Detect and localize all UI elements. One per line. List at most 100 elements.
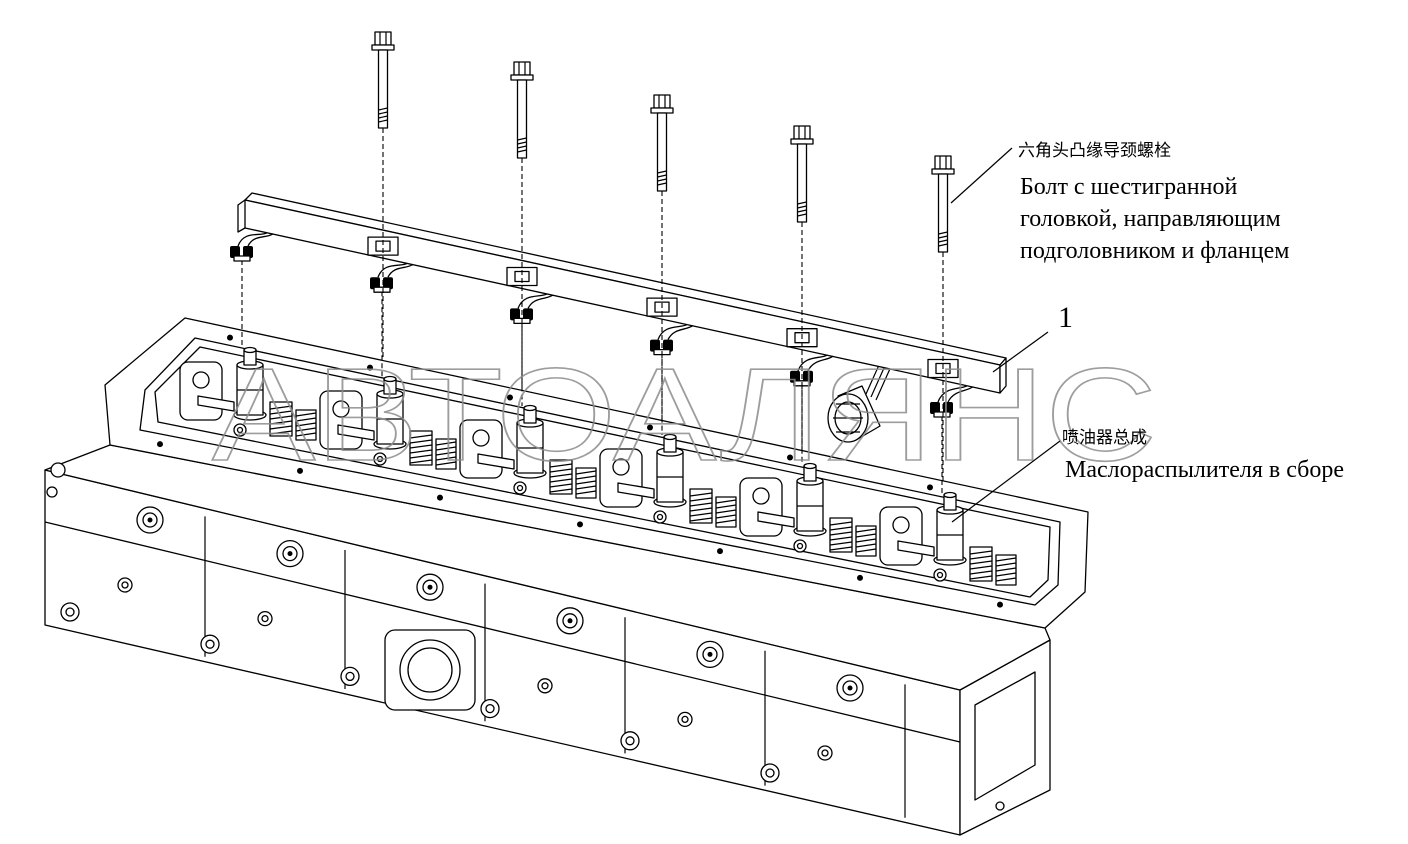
cylinder-head (44, 444, 1051, 836)
connector-plug (243, 246, 253, 258)
connector-wire (237, 232, 268, 247)
valve-spring-coil (295, 422, 317, 427)
hold-down-bolt-center (656, 513, 664, 521)
callout-number: 1 (1058, 301, 1073, 334)
valve-spring-coil (969, 560, 993, 565)
valve-spring-coil (575, 475, 597, 480)
front-bolt-boss (556, 607, 584, 635)
bolt-label-ru-line-2: головкой, направляющим (1020, 206, 1281, 232)
valve-spring-coil (549, 463, 573, 468)
bolt-thread (517, 141, 527, 145)
valve-spring-coil (575, 490, 597, 495)
connector-wire (527, 294, 554, 309)
valve-spring-coil (715, 514, 737, 519)
valve-spring-coil (969, 570, 993, 575)
flange-bolt-hole (647, 424, 653, 431)
injector-harness-connector (230, 232, 274, 262)
flange-bolt-hole (717, 548, 723, 555)
valve-spring-coil (435, 446, 457, 451)
rocker-arm (897, 540, 935, 557)
valve-spring-coil (715, 499, 737, 504)
hold-down-bolt-center (936, 571, 944, 579)
valve-spring-coil (269, 420, 293, 425)
valve-spring-coil (269, 425, 293, 430)
rocker-shaft (892, 516, 910, 534)
valve-spring-coil (295, 412, 317, 417)
valve-spring-coil (689, 517, 713, 522)
bolt-hex-head (513, 61, 531, 76)
face-hole (117, 577, 133, 593)
cylinder-unit (179, 346, 317, 441)
hold-down-bolt (793, 539, 807, 553)
valve-spring-coil (435, 461, 457, 466)
bolt-thread (378, 107, 388, 111)
valve-spring-coil (435, 451, 457, 456)
injector-terminal-top (523, 404, 537, 412)
valve-spring-coil (549, 483, 573, 488)
valve-spring-coil (829, 536, 853, 541)
lower-hole-inner (625, 736, 635, 746)
lower-hole (480, 698, 500, 719)
bolt-flange (650, 107, 674, 114)
bolt-leader-line (950, 147, 1013, 204)
flange-bolt-hole (227, 334, 233, 341)
valve-spring-coil (409, 439, 433, 444)
bolt-thread (797, 201, 807, 205)
injector (793, 462, 827, 537)
bolt-label-ru-line-1: Болт с шестигранной (1020, 174, 1237, 200)
face-hole (537, 678, 553, 694)
flange-bolt-hole (157, 441, 163, 448)
valve-spring-coil (855, 528, 877, 533)
valve-spring-coil (409, 444, 433, 449)
bolt-thread (938, 235, 948, 239)
connector-plug (230, 246, 240, 258)
connector-wire (247, 233, 274, 247)
rail-right-end (999, 357, 1007, 394)
connector-wire (937, 385, 968, 403)
rocker-shaft (192, 371, 210, 389)
flange-bolt-hole (787, 454, 793, 461)
flange-bolt-hole (297, 467, 303, 474)
connector-plug (523, 308, 533, 321)
injector-harness-rail (237, 192, 1007, 394)
valve-spring (689, 488, 713, 524)
lower-hole (60, 602, 80, 622)
valve-spring-coil (575, 470, 597, 475)
rocker-arm (617, 482, 655, 499)
injector-label-ru: Маслораспылителя в сборе (1065, 457, 1344, 483)
rocker-arm (197, 395, 235, 412)
valve-spring-coil (549, 473, 573, 478)
valve-spring-coil (995, 577, 1017, 582)
injector-terminal-top (663, 433, 677, 441)
valve-spring-coil (715, 509, 737, 514)
valve-spring (715, 496, 737, 528)
valve-spring-coil (855, 543, 877, 548)
boss-bolt-center (567, 618, 573, 624)
valve-spring-coil (829, 531, 853, 536)
bolt-label-ru-line-3: подголовником и фланцем (1020, 238, 1289, 264)
valve-spring-coil (549, 478, 573, 483)
bolt-callout: 六角头凸缘导颈螺栓 Болт с шестигранной головкой, … (950, 141, 1289, 264)
bolt-thread (797, 213, 807, 217)
bolt-thread (517, 149, 527, 153)
connector-wire (517, 293, 548, 309)
rocker-shaft (612, 458, 630, 476)
flange-bolt-hole (367, 364, 373, 371)
connector-plug (510, 308, 520, 321)
connector-latch (373, 286, 391, 293)
hold-down-bolt (933, 568, 947, 582)
bolt-thread (657, 182, 667, 186)
connector-wire (657, 323, 688, 340)
valve-spring-coil (295, 417, 317, 422)
front-bolt-boss (276, 539, 304, 568)
valve-spring-coil (269, 410, 293, 415)
hold-down-bolt (513, 481, 527, 495)
bolt-thread (797, 205, 807, 209)
cylinder-unit (879, 491, 1017, 586)
left-end-bolt (46, 486, 58, 498)
valve-spring-coil (409, 459, 433, 464)
face-hole-inner (121, 581, 129, 589)
rocker-arm (337, 424, 375, 441)
valve-spring-coil (855, 548, 877, 553)
